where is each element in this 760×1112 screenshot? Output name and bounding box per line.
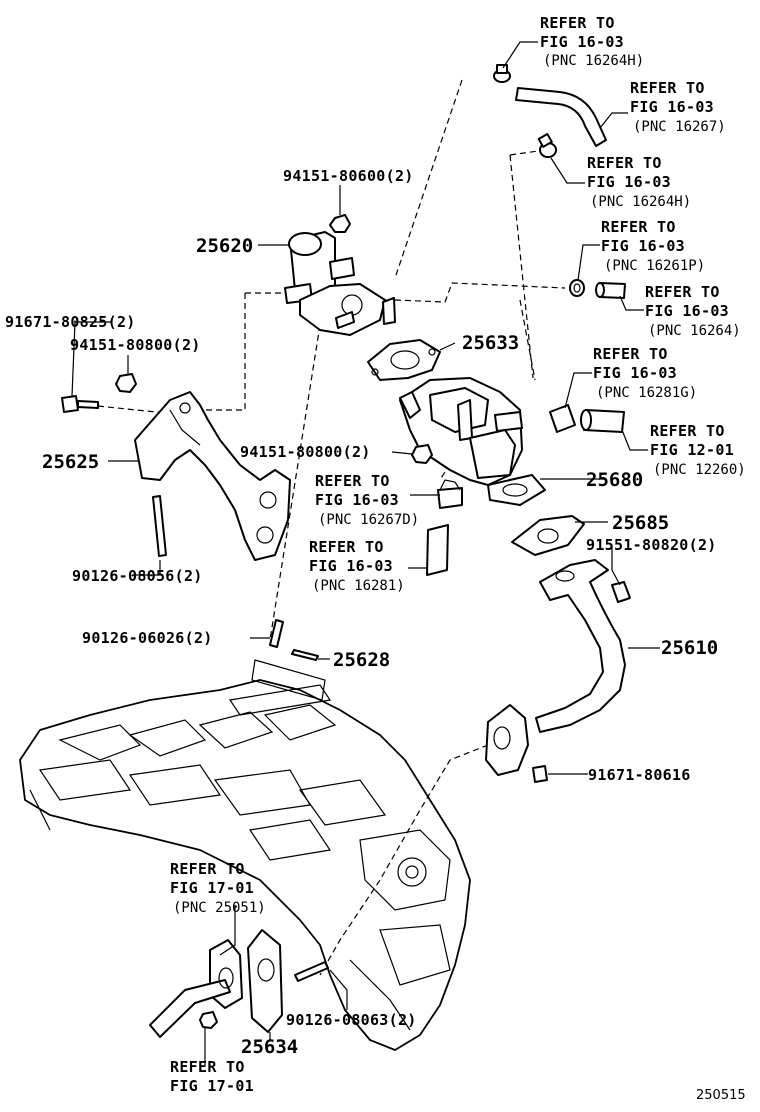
bolt-91551-80820 xyxy=(611,581,631,603)
clamp-16267d xyxy=(437,479,463,509)
refer-line-3: (PNC 16267) xyxy=(633,119,726,135)
nut-94151-80800-lower xyxy=(411,444,433,464)
pipe-25610 xyxy=(485,559,626,776)
refer-label-16264: REFER TO FIG 16-03 (PNC 16264) xyxy=(645,283,741,339)
refer-line-1: REFER TO xyxy=(309,538,384,556)
nut-bottom xyxy=(199,1011,218,1029)
part-number-label: 94151-80800(2) xyxy=(70,336,201,354)
refer-line-2: FIG 17-01 xyxy=(170,879,254,897)
refer-label-12260: REFER TO FIG 12-01 (PNC 12260) xyxy=(650,422,746,478)
refer-label-16264h-mid: REFER TO FIG 16-03 (PNC 16264H) xyxy=(587,154,691,210)
bolt-91671-80825 xyxy=(61,395,99,413)
refer-line-2: FIG 17-01 xyxy=(170,1077,254,1095)
refer-label-16267d: REFER TO FIG 16-03 (PNC 16267D) xyxy=(315,472,419,528)
refer-label-16264h-top: REFER TO FIG 16-03 (PNC 16264H) xyxy=(540,14,644,69)
refer-line-1: REFER TO xyxy=(170,860,245,878)
refer-line-3: (PNC 12260) xyxy=(653,462,746,478)
refer-line-3: (PNC 16264H) xyxy=(590,194,691,210)
bracket-25625 xyxy=(134,391,291,561)
refer-line-3: (PNC 16264) xyxy=(648,323,741,339)
engine-block-drawing xyxy=(19,659,471,1051)
refer-line-3: (PNC 16264H) xyxy=(543,53,644,69)
gasket-25628 xyxy=(291,649,319,661)
figure-code: 250515 xyxy=(696,1088,746,1103)
part-number-label: 94151-80800(2) xyxy=(240,443,371,461)
hose-16281 xyxy=(426,524,449,576)
part-number-label: 90126-06026(2) xyxy=(82,629,213,647)
pipe-25051 xyxy=(149,939,243,1038)
bolt-91671-80616 xyxy=(532,765,548,783)
nut-94151-80800-upper xyxy=(115,373,137,393)
refer-line-2: FIG 12-01 xyxy=(650,441,734,459)
refer-line-2: FIG 16-03 xyxy=(630,98,714,116)
pnc-label-25680: 25680 xyxy=(586,469,643,491)
part-number-label: 90126-08063(2) xyxy=(286,1011,417,1029)
nut-94151-80600 xyxy=(329,214,351,233)
stud-90126-06026 xyxy=(269,619,284,648)
refer-line-3: (PNC 16281) xyxy=(312,578,405,594)
part-number-label: 91671-80616 xyxy=(588,766,691,784)
hose-12260 xyxy=(580,409,625,433)
refer-line-2: FIG 16-03 xyxy=(601,237,685,255)
gasket-25633 xyxy=(367,339,441,381)
part-number-label: 94151-80600(2) xyxy=(283,167,414,185)
refer-line-3: (PNC 16281G) xyxy=(596,385,697,401)
pnc-label-25685: 25685 xyxy=(612,512,669,534)
refer-line-3: (PNC 25051) xyxy=(173,900,266,916)
stud-90126-08056 xyxy=(152,495,167,557)
refer-label-16267: REFER TO FIG 16-03 (PNC 16267) xyxy=(630,79,726,135)
refer-label-16281g: REFER TO FIG 16-03 (PNC 16281G) xyxy=(593,345,697,401)
refer-line-2: FIG 16-03 xyxy=(315,491,399,509)
refer-line-1: REFER TO xyxy=(650,422,725,440)
refer-line-3: (PNC 16261P) xyxy=(604,258,705,274)
hose-16267 xyxy=(515,87,607,147)
refer-line-3: (PNC 16267D) xyxy=(318,512,419,528)
refer-line-2: FIG 16-03 xyxy=(309,557,393,575)
refer-line-1: REFER TO xyxy=(630,79,705,97)
pnc-label-25610: 25610 xyxy=(661,637,718,659)
part-number-label: 91551-80820(2) xyxy=(586,536,717,554)
refer-label-25051: REFER TO FIG 17-01 (PNC 25051) xyxy=(170,860,266,916)
refer-line-1: REFER TO xyxy=(645,283,720,301)
egr-valve-25680 xyxy=(399,377,546,506)
hose-16264 xyxy=(595,282,626,299)
refer-line-2: FIG 16-03 xyxy=(593,364,677,382)
valve-25620 xyxy=(284,231,396,336)
refer-line-2: FIG 16-03 xyxy=(587,173,671,191)
refer-label-16261p: REFER TO FIG 16-03 (PNC 16261P) xyxy=(601,218,705,274)
refer-label-16281: REFER TO FIG 16-03 (PNC 16281) xyxy=(309,538,405,594)
leader-lines xyxy=(71,41,660,1065)
refer-line-1: REFER TO xyxy=(593,345,668,363)
gasket-25685 xyxy=(511,515,585,556)
pnc-label-25625: 25625 xyxy=(42,451,99,473)
pnc-label-25628: 25628 xyxy=(333,649,390,671)
pnc-label-25620: 25620 xyxy=(196,235,253,257)
clamp-16264h-lower xyxy=(537,133,557,158)
clamp-16261p xyxy=(569,279,585,297)
clamp-16281g xyxy=(549,404,576,433)
part-number-label: 91671-80825(2) xyxy=(5,313,136,331)
refer-line-1: REFER TO xyxy=(170,1058,245,1076)
refer-line-1: REFER TO xyxy=(601,218,676,236)
pnc-label-25633: 25633 xyxy=(462,332,519,354)
stud-90126-08063 xyxy=(294,961,329,982)
refer-line-1: REFER TO xyxy=(540,14,615,32)
refer-line-2: FIG 16-03 xyxy=(645,302,729,320)
clamp-16264h-upper xyxy=(493,64,511,83)
refer-line-2: FIG 16-03 xyxy=(540,33,624,51)
refer-label-17-01-bottom: REFER TO FIG 17-01 xyxy=(170,1058,254,1095)
refer-line-1: REFER TO xyxy=(587,154,662,172)
gasket-25634 xyxy=(247,929,283,1033)
part-number-label: 90126-08056(2) xyxy=(72,567,203,585)
refer-line-1: REFER TO xyxy=(315,472,390,490)
pnc-label-25634: 25634 xyxy=(241,1036,298,1058)
